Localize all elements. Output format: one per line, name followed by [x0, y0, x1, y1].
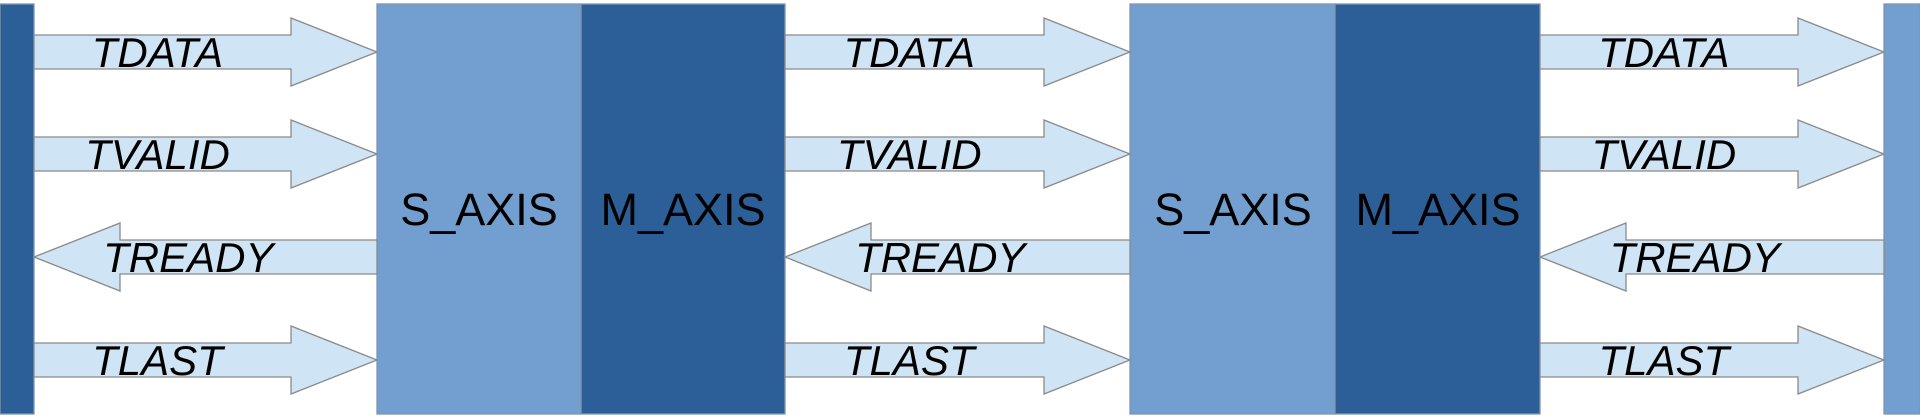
- link-3-tvalid-arrow: [1539, 119, 1886, 189]
- link-1-tvalid-arrow: [33, 119, 379, 189]
- link-2-tlast-label: TLAST: [844, 337, 978, 384]
- link-3-tdata-arrow: [1539, 17, 1886, 87]
- link-2-signals: TDATA TVALID TREADY TLAST: [783, 17, 1132, 395]
- link-1-signals: TDATA TVALID TREADY TLAST: [32, 17, 379, 395]
- stage-2: S_AXIS M_AXIS: [1129, 3, 1541, 415]
- stage-1-m-axis-label: M_AXIS: [600, 184, 765, 235]
- link-2-tready-arrow: [783, 222, 1131, 292]
- stage-2-m-axis-block: [1334, 3, 1541, 415]
- link-1-tready-label: TREADY: [103, 234, 276, 281]
- stage-1-s-axis-label: S_AXIS: [400, 184, 558, 235]
- link-2-tready-label: TREADY: [855, 234, 1028, 281]
- link-1-tready-arrow: [32, 222, 378, 292]
- link-3-signals: TDATA TVALID TREADY TLAST: [1538, 17, 1886, 395]
- link-3-tvalid-label: TVALID: [1591, 131, 1736, 178]
- stage-1-m-axis-block: [580, 3, 786, 415]
- link-1-tvalid-label: TVALID: [85, 131, 230, 178]
- left-edge-block: [0, 3, 35, 415]
- link-3-tdata-label: TDATA: [1598, 29, 1729, 76]
- right-edge-block: [1883, 3, 1920, 415]
- link-1-tdata-arrow: [33, 17, 379, 87]
- stage-1-s-axis-block: [376, 3, 582, 415]
- stage-2-s-axis-block: [1129, 3, 1336, 415]
- link-2-tlast-arrow: [784, 325, 1132, 395]
- stage-2-s-axis-label: S_AXIS: [1154, 184, 1312, 235]
- link-1-tdata-label: TDATA: [92, 29, 223, 76]
- link-3-tlast-arrow: [1539, 325, 1886, 395]
- stage-1: S_AXIS M_AXIS: [376, 3, 786, 415]
- link-2-tvalid-label: TVALID: [837, 131, 982, 178]
- link-1-tlast-label: TLAST: [92, 337, 226, 384]
- link-3-tready-label: TREADY: [1610, 234, 1783, 281]
- link-2-tdata-arrow: [784, 17, 1132, 87]
- link-1-tlast-arrow: [33, 325, 379, 395]
- link-3-tlast-label: TLAST: [1598, 337, 1732, 384]
- link-3-tready-arrow: [1538, 222, 1885, 292]
- link-2-tdata-label: TDATA: [843, 29, 974, 76]
- stage-2-m-axis-label: M_AXIS: [1355, 184, 1520, 235]
- link-2-tvalid-arrow: [784, 119, 1132, 189]
